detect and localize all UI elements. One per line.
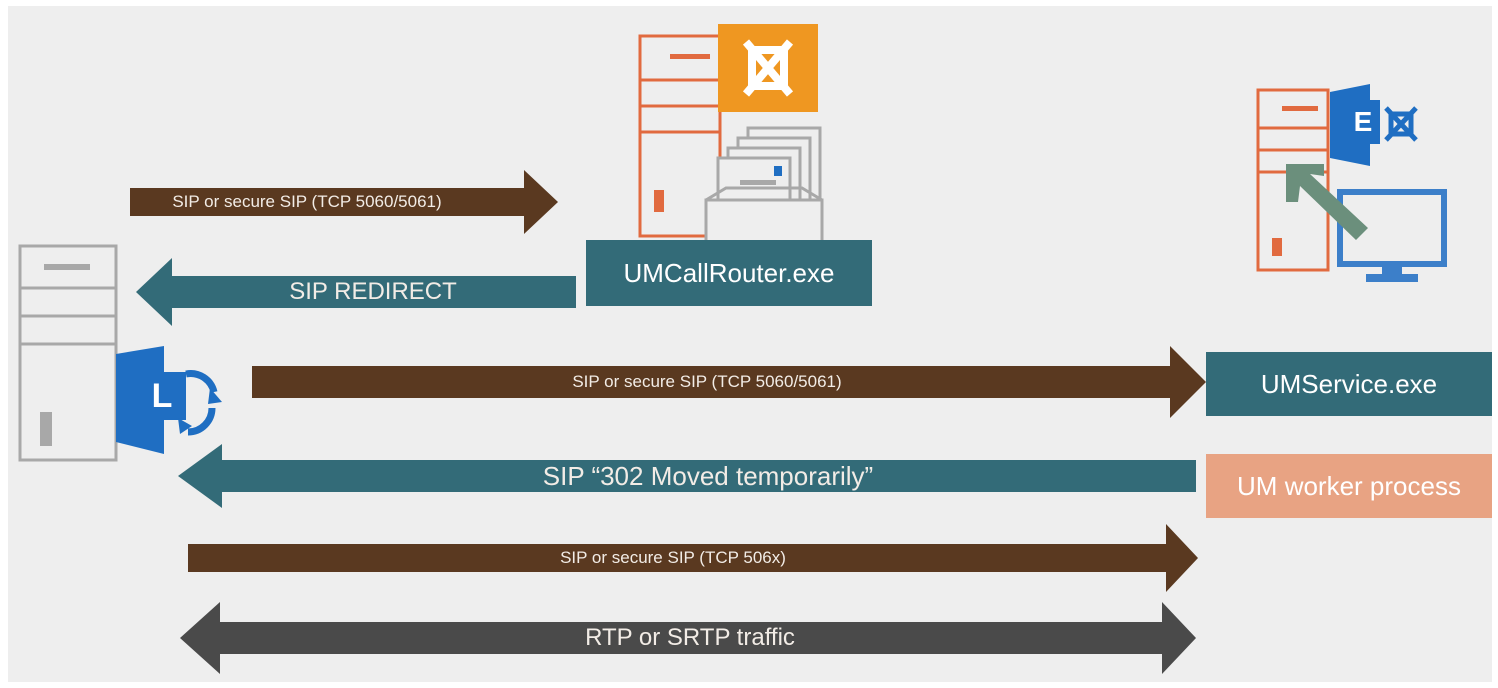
diagram-canvas: L bbox=[8, 6, 1492, 682]
umcallrouter-box: UMCallRouter.exe bbox=[586, 240, 872, 306]
um-worker-process-box: UM worker process bbox=[1206, 454, 1492, 518]
flow-label-sip-5060-middle: SIP or secure SIP (TCP 5060/5061) bbox=[572, 372, 842, 391]
flow-arrow-1 bbox=[130, 170, 558, 234]
lync-server-icon: L bbox=[18, 242, 238, 468]
flow-arrow-4 bbox=[178, 444, 1196, 508]
flow-label-302-moved: SIP “302 Moved temporarily” bbox=[542, 460, 874, 491]
flow-arrow-6 bbox=[180, 602, 1196, 674]
lync-letter: L bbox=[151, 376, 173, 415]
arrows-layer bbox=[130, 170, 1206, 674]
exchange-letter: E bbox=[1353, 106, 1373, 137]
flow-label-sip-506x: SIP or secure SIP (TCP 506x) bbox=[560, 548, 786, 567]
exchange-server-icon bbox=[628, 20, 838, 245]
flow-arrow-5 bbox=[188, 524, 1198, 592]
flow-arrow-2 bbox=[136, 258, 576, 326]
flow-label-rtp-srtp: RTP or SRTP traffic bbox=[585, 624, 795, 651]
umservice-box: UMService.exe bbox=[1206, 352, 1492, 416]
flow-label-sip-5060-top: SIP or secure SIP (TCP 5060/5061) bbox=[172, 192, 442, 211]
flow-label-sip-redirect: SIP REDIRECT bbox=[289, 278, 457, 305]
flow-arrow-3 bbox=[252, 346, 1206, 418]
exchange-mailbox-server-icon: E bbox=[1248, 78, 1448, 288]
